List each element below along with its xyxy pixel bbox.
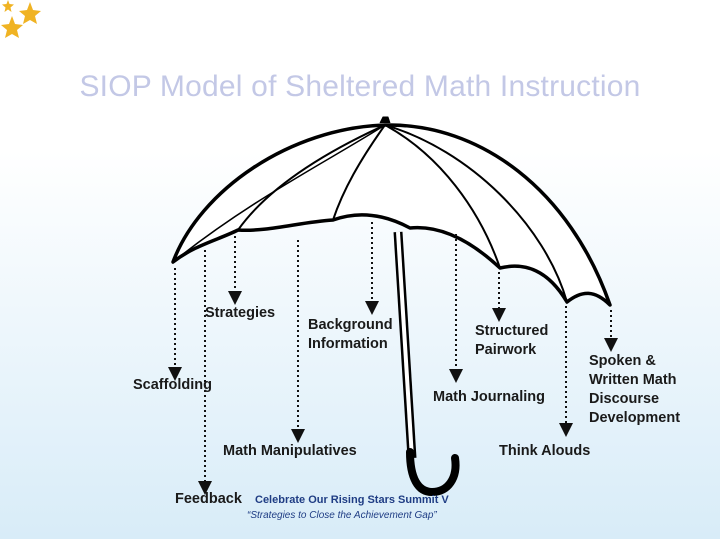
star-icon	[19, 2, 41, 24]
connector-arrows	[168, 222, 618, 495]
label-scaffolding: Scaffolding	[133, 377, 212, 393]
label-spoken-written-math: Spoken & Written Math Discourse Developm…	[589, 353, 681, 426]
label-math-journaling: Math Journaling	[433, 389, 545, 405]
label-structured-pairwork: Structured Pairwork	[475, 323, 549, 358]
label-feedback: Feedback	[175, 491, 242, 507]
star-icon	[1, 16, 23, 38]
label-think-alouds: Think Alouds	[499, 443, 591, 459]
label-math-manipulatives: Math Manipulatives	[223, 443, 357, 459]
page-title: SIOP Model of Sheltered Math Instruction	[79, 70, 641, 103]
footer-tagline: “Strategies to Close the Achievement Gap…	[247, 510, 437, 521]
stars-decoration	[1, 0, 41, 38]
umbrella-shaft	[393, 231, 460, 497]
umbrella-canopy	[171, 116, 612, 307]
label-background-information: Background Information	[308, 317, 393, 352]
footer-event-title: Celebrate Our Rising Stars Summit V	[255, 494, 449, 506]
star-icon	[2, 0, 14, 12]
label-strategies: Strategies	[205, 305, 276, 321]
